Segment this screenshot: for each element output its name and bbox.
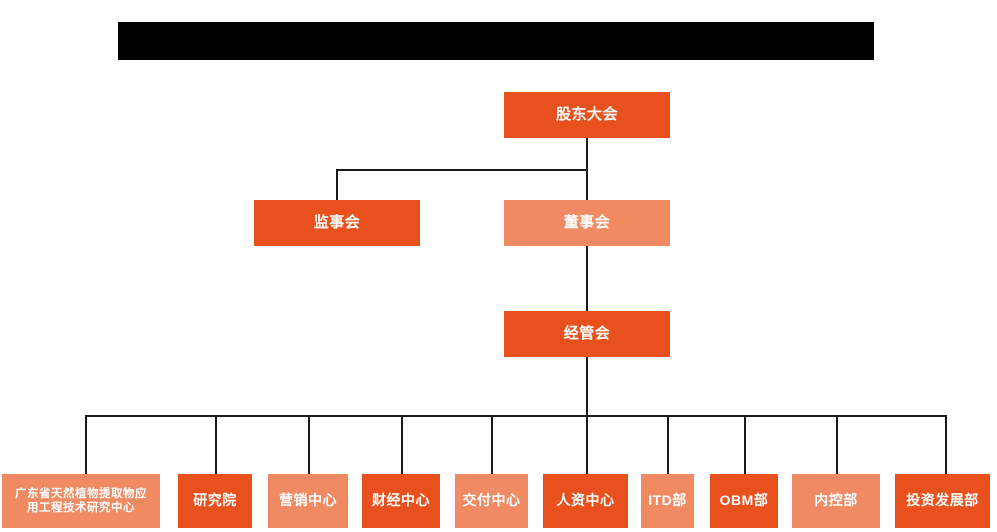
connector-management-down-to-bus: [586, 357, 588, 416]
investment-development-department-label: 投资发展部: [906, 492, 979, 509]
connector-drop-investment-development-department: [945, 415, 947, 474]
department-marketing-center[interactable]: 营销中心: [268, 474, 348, 528]
department-delivery-center[interactable]: 交付中心: [455, 474, 528, 528]
department-internal-control-department[interactable]: 内控部: [792, 474, 880, 528]
department-investment-development-department[interactable]: 投资发展部: [895, 474, 990, 528]
obm-department-label: OBM部: [719, 492, 769, 509]
guangdong-research-center-label: 广东省天然植物提取物应 用工程技术研究中心: [15, 487, 147, 514]
connector-drop-research-institute: [215, 415, 217, 474]
connector-drop-finance-center: [401, 415, 403, 474]
department-obm-department[interactable]: OBM部: [710, 474, 778, 528]
internal-control-department-label: 内控部: [814, 492, 858, 509]
board_of_directors-label: 董事会: [563, 213, 611, 231]
itd-department-label: ITD部: [648, 492, 687, 509]
hr-center-label: 人资中心: [556, 492, 615, 509]
connector-drop-itd-department: [667, 415, 669, 474]
connector-directors-to-management: [586, 246, 588, 311]
node-shareholders_meeting[interactable]: 股东大会: [504, 92, 670, 138]
finance-center-label: 财经中心: [372, 492, 430, 509]
node-board_of_supervisors[interactable]: 监事会: [254, 200, 420, 246]
connector-drop-guangdong-research-center: [85, 415, 87, 474]
connector-directors-drop: [586, 169, 588, 200]
redacted-title-bar: [118, 22, 874, 60]
management_committee-label: 经管会: [563, 324, 611, 342]
connector-drop-internal-control-department: [836, 415, 838, 474]
department-research-institute[interactable]: 研究院: [178, 474, 252, 528]
connector-department-bus: [85, 415, 945, 417]
research-institute-label: 研究院: [193, 492, 237, 509]
node-board_of_directors[interactable]: 董事会: [504, 200, 670, 246]
department-itd-department[interactable]: ITD部: [641, 474, 694, 528]
node-management_committee[interactable]: 经管会: [504, 311, 670, 357]
department-guangdong-research-center[interactable]: 广东省天然植物提取物应 用工程技术研究中心: [2, 474, 160, 528]
connector-drop-obm-department: [744, 415, 746, 474]
marketing-center-label: 营销中心: [279, 492, 337, 509]
shareholders_meeting-label: 股东大会: [555, 105, 618, 123]
connector-supervisors-drop: [336, 169, 338, 200]
department-finance-center[interactable]: 财经中心: [362, 474, 440, 528]
connector-drop-hr-center: [586, 415, 588, 474]
connector-drop-delivery-center: [491, 415, 493, 474]
board_of_supervisors-label: 监事会: [313, 213, 361, 231]
connector-junction-horizontal-to-supervisors: [336, 169, 587, 171]
department-hr-center[interactable]: 人资中心: [543, 474, 628, 528]
delivery-center-label: 交付中心: [462, 492, 521, 509]
connector-drop-marketing-center: [308, 415, 310, 474]
